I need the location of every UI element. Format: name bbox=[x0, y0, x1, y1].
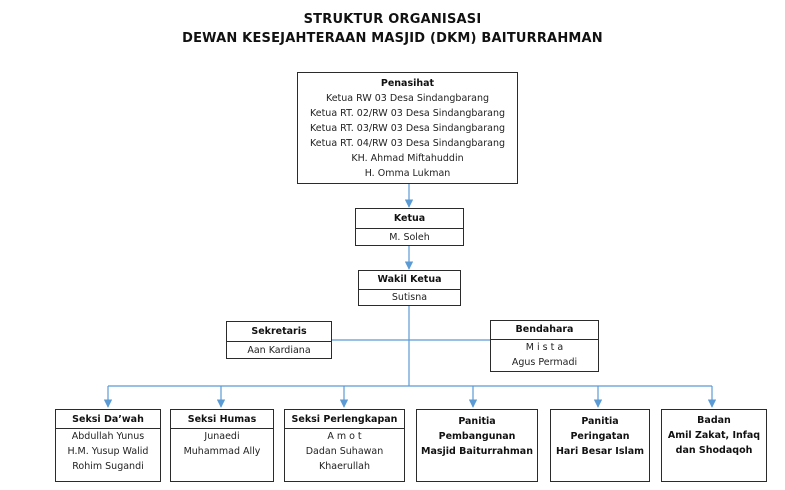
penasihat-member: Ketua RT. 04/RW 03 Desa Sindangbarang bbox=[309, 138, 505, 149]
seksi-perlengkapan-title: Seksi Perlengkapan bbox=[291, 414, 398, 425]
panitia-phbi-box: Panitia Peringatan Hari Besar Islam bbox=[550, 409, 650, 482]
panitia-phbi-line: Peringatan bbox=[570, 431, 630, 442]
badan-amil-box: Badan Amil Zakat, Infaq dan Shodaqoh bbox=[661, 409, 767, 482]
wakil-ketua-title: Wakil Ketua bbox=[377, 274, 442, 285]
seksi-humas-members: Junaedi Muhammad Ally bbox=[171, 428, 273, 459]
panitia-pembangunan-line: Pembangunan bbox=[438, 431, 516, 442]
seksi-perlengkapan-members: A m o t Dadan Suhawan Khaerullah bbox=[285, 428, 404, 474]
sekretaris-title: Sekretaris bbox=[251, 326, 307, 337]
bendahara-title: Bendahara bbox=[515, 324, 574, 335]
wakil-ketua-member: Sutisna bbox=[359, 289, 460, 306]
ketua-box: Ketua M. Soleh bbox=[355, 208, 464, 246]
seksi-perlengkapan-member: Khaerullah bbox=[319, 461, 370, 472]
seksi-humas-member: Muhammad Ally bbox=[183, 446, 261, 457]
seksi-dawah-member: Rohim Sugandi bbox=[72, 461, 144, 472]
penasihat-member: Ketua RT. 03/RW 03 Desa Sindangbarang bbox=[309, 123, 505, 134]
seksi-humas-box: Seksi Humas Junaedi Muhammad Ally bbox=[170, 409, 274, 482]
bendahara-member: Agus Permadi bbox=[511, 357, 578, 368]
sekretaris-box: Sekretaris Aan Kardiana bbox=[226, 321, 332, 359]
seksi-perlengkapan-member: Dadan Suhawan bbox=[305, 446, 384, 457]
chart-title-line2: DEWAN KESEJAHTERAAN MASJID (DKM) BAITURR… bbox=[182, 31, 603, 46]
seksi-dawah-title: Seksi Da’wah bbox=[72, 414, 144, 425]
panitia-phbi-line: Hari Besar Islam bbox=[555, 446, 645, 457]
bendahara-box: Bendahara M i s t a Agus Permadi bbox=[490, 320, 599, 372]
badan-amil-line: Badan bbox=[697, 415, 731, 426]
seksi-dawah-member: Abdullah Yunus bbox=[71, 431, 145, 442]
panitia-phbi-line: Panitia bbox=[581, 416, 619, 427]
chart-title-line1: STRUKTUR ORGANISASI bbox=[303, 12, 482, 27]
panitia-pembangunan-line: Panitia bbox=[458, 416, 496, 427]
penasihat-box: Penasihat Ketua RW 03 Desa Sindangbarang… bbox=[297, 72, 518, 184]
badan-amil-line: dan Shodaqoh bbox=[675, 445, 753, 456]
seksi-dawah-box: Seksi Da’wah Abdullah Yunus H.M. Yusup W… bbox=[55, 409, 161, 482]
seksi-perlengkapan-member: A m o t bbox=[327, 431, 362, 442]
bendahara-members: M i s t a Agus Permadi bbox=[491, 339, 598, 370]
penasihat-member: Ketua RT. 02/RW 03 Desa Sindangbarang bbox=[309, 108, 505, 119]
panitia-pembangunan-line: Masjid Baiturrahman bbox=[421, 446, 533, 457]
seksi-humas-member: Junaedi bbox=[204, 431, 240, 442]
bendahara-member: M i s t a bbox=[525, 342, 564, 353]
ketua-member: M. Soleh bbox=[356, 228, 463, 246]
penasihat-member: KH. Ahmad Miftahuddin bbox=[351, 153, 464, 164]
penasihat-member: Ketua RW 03 Desa Sindangbarang bbox=[325, 93, 490, 104]
seksi-dawah-members: Abdullah Yunus H.M. Yusup Walid Rohim Su… bbox=[56, 428, 160, 474]
penasihat-title: Penasihat bbox=[380, 78, 435, 89]
panitia-pembangunan-box: Panitia Pembangunan Masjid Baiturrahman bbox=[416, 409, 538, 482]
ketua-title: Ketua bbox=[393, 213, 426, 224]
seksi-humas-title: Seksi Humas bbox=[187, 414, 257, 425]
sekretaris-member: Aan Kardiana bbox=[227, 341, 331, 359]
seksi-dawah-member: H.M. Yusup Walid bbox=[67, 446, 149, 457]
penasihat-member: H. Omma Lukman bbox=[364, 168, 451, 179]
seksi-perlengkapan-box: Seksi Perlengkapan A m o t Dadan Suhawan… bbox=[284, 409, 405, 482]
wakil-ketua-box: Wakil Ketua Sutisna bbox=[358, 270, 461, 306]
badan-amil-line: Amil Zakat, Infaq bbox=[667, 430, 761, 441]
